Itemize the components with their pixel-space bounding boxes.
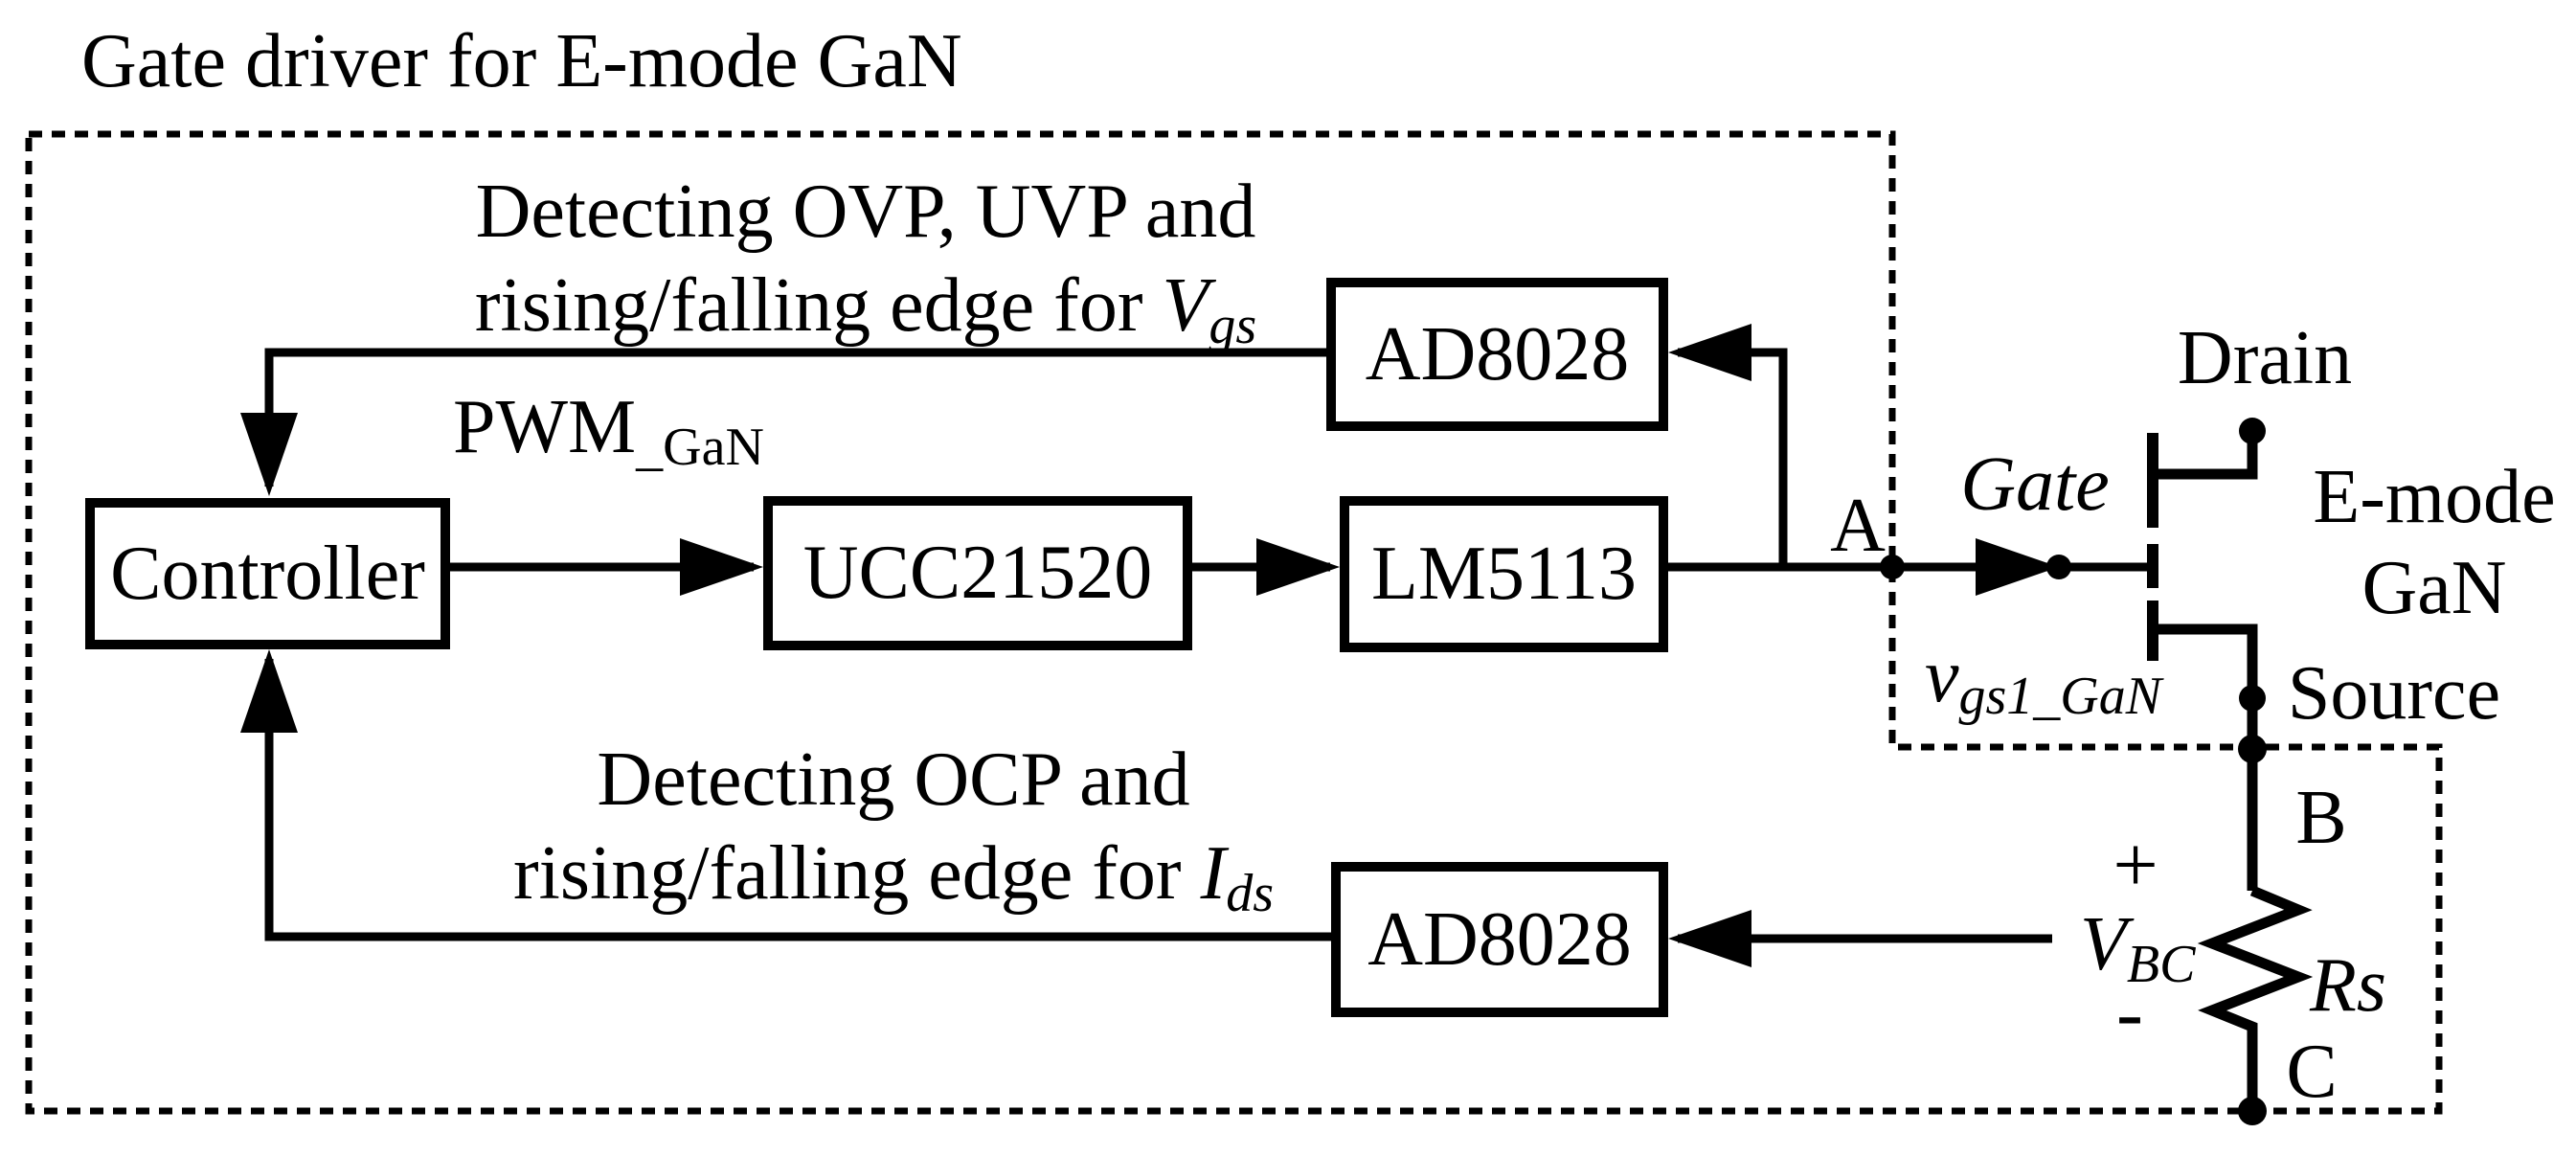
source-label: Source <box>2287 651 2501 736</box>
arrowhead-into-gate <box>1976 538 2059 596</box>
transistor-drain-lead <box>2153 431 2258 480</box>
node-dot-source <box>2239 685 2266 712</box>
drain-label: Drain <box>2177 316 2353 400</box>
pwm-signal-label: PWM_GaN <box>453 389 764 477</box>
arrowhead-into-lm5113 <box>1256 538 1340 596</box>
resistor-label: Rs <box>2310 943 2386 1028</box>
annotation-vgs-detect: Detecting OVP, UVP and rising/falling ed… <box>475 165 1256 360</box>
device-type-line1: E-mode <box>2313 455 2556 539</box>
page-title: Gate driver for E-mode GaN <box>81 19 962 103</box>
wire-opamp-bottom-to-controller <box>264 659 1331 941</box>
pwm-subscript: _GaN <box>636 418 764 478</box>
vbc-label: VBC <box>2080 906 2195 994</box>
vbc-plus-sign: + <box>2113 821 2158 910</box>
device-type-label: E-mode GaN <box>2313 452 2555 634</box>
vbc-minus-sign: - <box>2116 968 2143 1057</box>
resistor-zigzag <box>2197 885 2314 1111</box>
vgs1-gan-label: vgs1_GaN <box>1925 638 2161 726</box>
block-lm5113-label: LM5113 <box>1370 532 1638 616</box>
arrowhead-into-controller-bottom <box>240 649 298 733</box>
vgs1-subscript: gs1_GaN <box>1958 667 2162 727</box>
block-opamp-bottom: AD8028 <box>1331 862 1668 1017</box>
node-dot-c <box>2238 1097 2267 1125</box>
wire-node-a-riser <box>1678 348 1788 567</box>
ids-symbol: I <box>1200 831 1227 916</box>
ids-symbol-subscript: ds <box>1226 864 1275 924</box>
node-b-label: B <box>2295 776 2347 860</box>
arrowhead-into-opamp-bottom <box>1668 910 1751 967</box>
node-dot-a <box>1880 555 1905 579</box>
node-dot-b <box>2238 735 2267 763</box>
vgs1-main: v <box>1925 634 1959 718</box>
vgs-symbol: V <box>1162 263 1209 348</box>
block-opamp-bottom-label: AD8028 <box>1367 896 1632 982</box>
block-ucc21520: UCC21520 <box>763 496 1192 650</box>
arrowhead-into-controller-top <box>240 413 298 496</box>
transistor-source-lead <box>2153 623 2258 891</box>
annotation-vgs-detect-line2: rising/falling edge for <box>474 263 1163 348</box>
block-opamp-top: AD8028 <box>1326 278 1668 431</box>
wire-opamp-top-to-controller <box>264 348 1326 487</box>
annotation-ocp-detect-line1: Detecting OCP and <box>597 737 1190 822</box>
block-controller: Controller <box>85 498 450 649</box>
block-ucc21520-label: UCC21520 <box>802 531 1153 615</box>
gate-label: Gate <box>1960 442 2110 527</box>
arrowhead-into-ucc <box>680 538 763 596</box>
block-lm5113: LM5113 <box>1340 496 1668 652</box>
node-c-label: C <box>2286 1030 2338 1114</box>
block-opamp-top-label: AD8028 <box>1365 311 1630 397</box>
annotation-ocp-detect: Detecting OCP and rising/falling edge fo… <box>513 733 1274 928</box>
node-dot-drain <box>2239 418 2266 444</box>
vgs-symbol-subscript: gs <box>1209 296 1257 356</box>
vbc-main: V <box>2080 902 2127 986</box>
annotation-ocp-detect-line2: rising/falling edge for <box>512 831 1201 916</box>
node-dot-gate <box>2046 555 2071 579</box>
dashed-boundary <box>25 130 2443 1115</box>
device-type-line2: GaN <box>2361 546 2507 630</box>
pwm-main: PWM <box>453 385 637 469</box>
vbc-subscript: BC <box>2126 935 2196 995</box>
annotation-vgs-detect-line1: Detecting OVP, UVP and <box>475 170 1256 254</box>
node-a-label: A <box>1830 484 1886 568</box>
arrowhead-into-opamp-top <box>1668 324 1751 381</box>
block-controller-label: Controller <box>110 531 425 616</box>
